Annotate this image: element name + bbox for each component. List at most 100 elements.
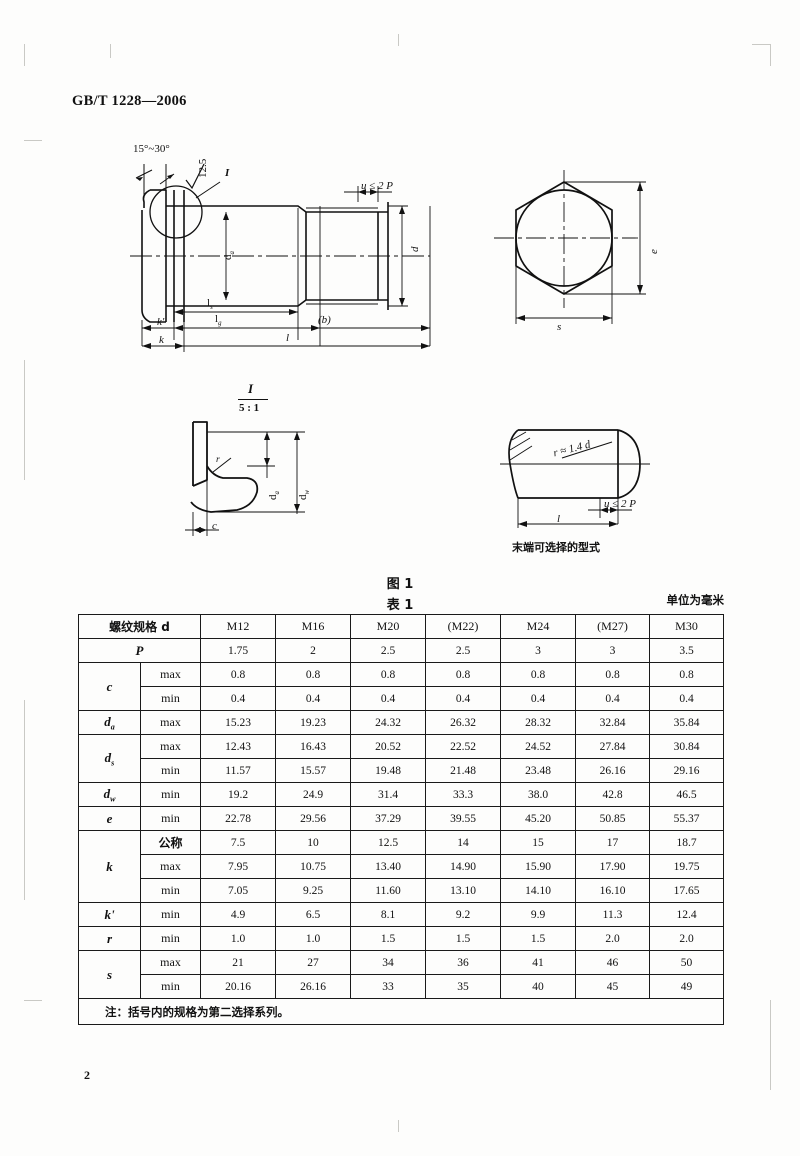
cell: 15.23 (200, 710, 276, 735)
cell: 0.8 (200, 662, 276, 687)
table-row: min 7.05 9.25 11.60 13.10 14.10 16.10 17… (79, 878, 724, 903)
cell: 26.32 (425, 710, 501, 735)
table-row: r min 1.0 1.0 1.5 1.5 1.5 2.0 2.0 (78, 926, 724, 951)
cell: 7.05 (200, 878, 276, 903)
cell: 13.40 (350, 854, 426, 879)
cell: 1.0 (200, 926, 276, 951)
cell: 29.56 (275, 806, 351, 831)
cell: 50.85 (575, 806, 650, 831)
head-diameter-label: da (222, 251, 236, 260)
row-symbol: dw (78, 782, 141, 807)
table-row: k' min 4.9 6.5 8.1 9.2 9.9 11.3 12.4 (78, 902, 724, 927)
cell: 4.9 (200, 902, 276, 927)
margin-tick (398, 34, 399, 46)
specification-table-wrapper: 螺纹规格 d M12 M16 M20 (M22) M24 (M27) M30 P… (78, 614, 724, 1025)
row-qualifier: min (140, 926, 201, 951)
cell: 0.4 (425, 686, 501, 711)
cell: 35 (425, 974, 501, 999)
cell: 7.95 (200, 854, 276, 879)
end-form-drawing (500, 420, 675, 540)
cell: 11.3 (575, 902, 650, 927)
table-row: P 1.75 2 2.5 2.5 3 3 3.5 (78, 638, 724, 663)
margin-tick (110, 44, 111, 58)
chamfer-angle-label: 15°~30° (133, 143, 170, 155)
table-units-note: 单位为毫米 (666, 593, 725, 607)
cell: 36 (425, 950, 501, 975)
cell: 14.10 (500, 878, 576, 903)
cell: 0.4 (200, 686, 276, 711)
cell: 17 (575, 830, 650, 855)
margin-tick (24, 44, 25, 66)
cell: 1.5 (425, 926, 501, 951)
thread-length-label: (b) (318, 314, 331, 326)
cell: 21 (200, 950, 276, 975)
cell: 41 (500, 950, 576, 975)
detail-callout-label: I (225, 167, 230, 179)
cell: 35.84 (649, 710, 724, 735)
table-row: s max 21 27 34 36 41 46 50 (78, 950, 724, 999)
bolt-side-view-drawing (130, 150, 450, 365)
row-qualifier: min (140, 686, 201, 711)
table-row: k 公称 7.5 10 12.5 14 15 17 18.7 (78, 830, 724, 903)
detail-view-name: I (248, 381, 254, 396)
detail-c-label: c (212, 520, 217, 532)
cell: 6.5 (275, 902, 351, 927)
k-label: k (159, 334, 164, 346)
cell: 37.29 (350, 806, 426, 831)
table-row: ds max 12.43 16.43 20.52 22.52 24.52 27.… (78, 734, 724, 783)
total-length-label: l (286, 332, 290, 344)
table-row: min 11.57 15.57 19.48 21.48 23.48 26.16 … (79, 758, 724, 783)
ls-subscript: s (210, 304, 213, 312)
cell: 26.16 (575, 758, 650, 783)
cell: 24.9 (275, 782, 351, 807)
cell: 15.57 (275, 758, 351, 783)
cell: 22.78 (200, 806, 276, 831)
row-qualifier: min (140, 758, 201, 783)
detail-da-symbol: d (267, 494, 279, 501)
cell: 33.3 (425, 782, 501, 807)
row-qualifier: max (140, 662, 201, 687)
table-row: min 20.16 26.16 33 35 40 45 49 (79, 974, 724, 999)
margin-tick (24, 140, 42, 141)
size-header-cell: M16 (275, 614, 351, 639)
row-symbol-base: d (103, 785, 111, 801)
cell: 24.52 (500, 734, 576, 759)
cell: 15 (500, 830, 576, 855)
cell: 9.9 (500, 902, 576, 927)
size-header-cell: M30 (649, 614, 724, 639)
detail-dw-label: dw (297, 490, 311, 500)
figure-caption: 图 1 (386, 577, 414, 592)
cell: 32.84 (575, 710, 650, 735)
cell: 34 (350, 950, 426, 975)
cell: 15.90 (500, 854, 576, 879)
row-qualifier: 公称 (140, 830, 201, 855)
cell: 0.4 (350, 686, 426, 711)
end-form-length-label: l (557, 513, 561, 525)
end-form-runout-label: u ≤ 2 P (604, 498, 637, 510)
size-header-cell: M24 (500, 614, 576, 639)
cell: 19.48 (350, 758, 426, 783)
cell: 1.75 (200, 638, 276, 663)
cell: 39.55 (425, 806, 501, 831)
row-symbol-subscript: w (110, 794, 116, 804)
size-header-cell: M12 (200, 614, 276, 639)
cell: 2.5 (425, 638, 501, 663)
row-qualifier: max (140, 710, 201, 735)
detail-view-drawing (185, 420, 350, 540)
cell: 2.0 (575, 926, 650, 951)
table-row: max 7.95 10.75 13.40 14.90 15.90 17.90 1… (79, 854, 724, 879)
cell: 22.52 (425, 734, 501, 759)
ls-symbol: l (207, 297, 211, 309)
table-row: dw min 19.2 24.9 31.4 33.3 38.0 42.8 46.… (78, 782, 724, 807)
cell: 20.52 (350, 734, 426, 759)
cell: 23.48 (500, 758, 576, 783)
row-qualifier: min (140, 878, 201, 903)
row-qualifier: max (140, 950, 201, 975)
margin-tick (24, 360, 25, 480)
cell: 11.60 (350, 878, 426, 903)
cell: 16.10 (575, 878, 650, 903)
cell: 14 (425, 830, 501, 855)
table-caption: 表 1 (386, 598, 414, 613)
cell: 19.23 (275, 710, 351, 735)
hex-head-end-view (488, 168, 658, 333)
